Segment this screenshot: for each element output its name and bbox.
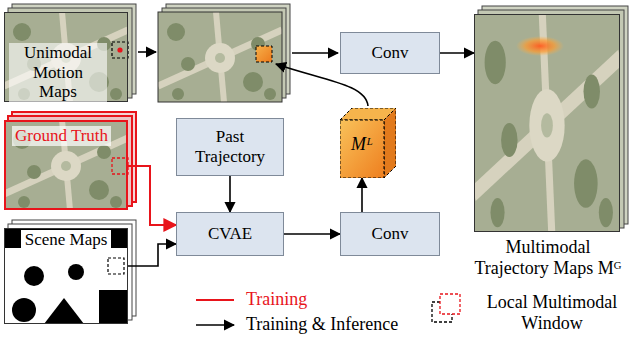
connector xyxy=(361,178,363,212)
map-stack: Scene Maps xyxy=(4,228,128,324)
node-text: CVAE xyxy=(208,224,252,244)
node-text: Mᴸ xyxy=(351,134,373,155)
legend-label: Local Multimodal Window xyxy=(474,292,630,333)
flow-arrow xyxy=(138,51,156,53)
connector xyxy=(229,176,231,212)
legend-label: Training xyxy=(246,289,307,310)
aerial-map xyxy=(158,12,282,102)
legend-sample-arrow xyxy=(196,324,234,326)
process-box: Past Trajectory xyxy=(176,118,284,176)
scene-map xyxy=(4,228,128,324)
aerial-map xyxy=(4,120,128,210)
connector xyxy=(128,166,176,225)
node-text: Unimodal Motion Maps xyxy=(9,43,107,102)
node-text: Multimodal Trajectory Maps Mᴳ xyxy=(470,237,626,278)
map-stack: Unimodal Motion Maps xyxy=(4,12,128,102)
map-stack: Ground Truth xyxy=(4,120,128,210)
cube-front xyxy=(340,120,384,178)
legend-sample-line xyxy=(196,299,234,301)
tensor-cube: Mᴸ xyxy=(340,108,396,178)
node-text: Conv xyxy=(372,43,409,63)
connector xyxy=(128,244,176,266)
flow-arrow xyxy=(292,52,338,54)
node-text: Scene Maps xyxy=(21,230,112,250)
node-text: Ground Truth xyxy=(12,126,111,146)
process-box: Conv xyxy=(340,32,440,74)
heatmap-blob xyxy=(516,36,564,56)
aerial-map xyxy=(4,12,128,102)
node-text: Conv xyxy=(372,224,409,244)
process-box: Conv xyxy=(340,212,440,256)
local-window xyxy=(108,258,124,274)
connector xyxy=(440,52,474,54)
legend-sample-window xyxy=(440,294,460,314)
aerial-map xyxy=(474,14,620,232)
trajectory-map-stack: Multimodal Trajectory Maps Mᴳ xyxy=(474,14,620,232)
local-window-filled xyxy=(256,46,272,62)
local-window xyxy=(112,158,128,174)
position-dot xyxy=(117,47,122,52)
legend-label: Training & Inference xyxy=(246,314,398,335)
connector xyxy=(284,233,340,235)
process-box: CVAE xyxy=(176,212,284,256)
local-window xyxy=(112,42,128,58)
map-border xyxy=(158,12,282,102)
node-text: Past Trajectory xyxy=(185,127,275,166)
cube-side xyxy=(384,108,396,178)
